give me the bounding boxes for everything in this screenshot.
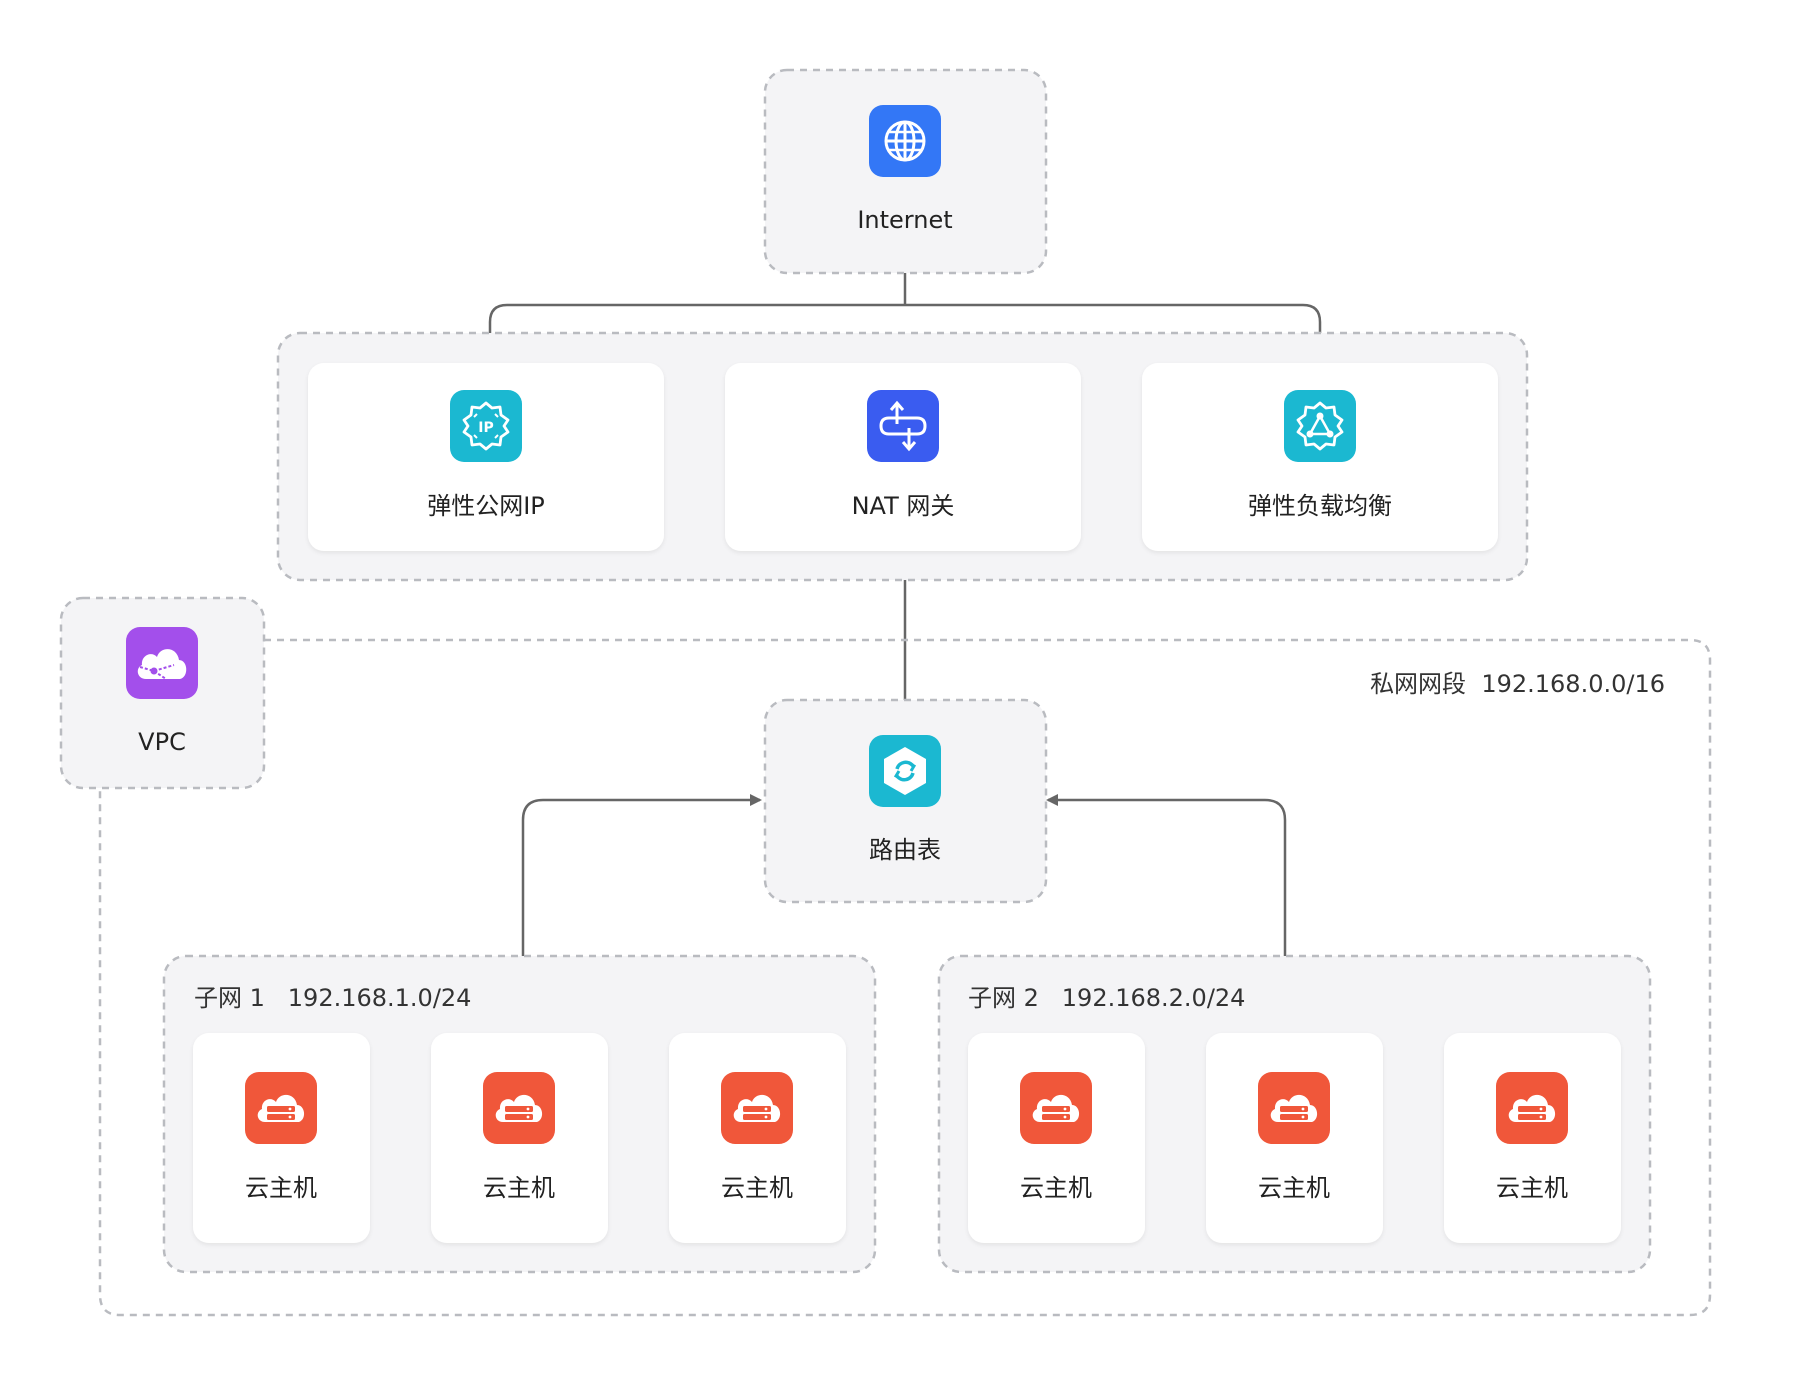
subnet-2-host-1[interactable]: 云主机 xyxy=(968,1033,1145,1243)
subnet-1-host-3[interactable]: 云主机 xyxy=(669,1033,846,1243)
cloud-server-icon xyxy=(721,1072,793,1144)
connector-subnet2-to-route xyxy=(1046,794,1287,956)
service-label-nat: NAT 网关 xyxy=(852,492,955,520)
subnet-2-host-2[interactable]: 云主机 xyxy=(1206,1033,1383,1243)
connectors xyxy=(488,273,1322,956)
nat-gateway-icon xyxy=(867,390,939,462)
service-card-eip[interactable]: IP 弹性公网IP xyxy=(308,363,664,551)
cloud-server-icon xyxy=(1258,1072,1330,1144)
connector-subnet1-to-route xyxy=(521,794,762,956)
service-label-slb: 弹性负载均衡 xyxy=(1248,492,1392,520)
subnet-2-host-3[interactable]: 云主机 xyxy=(1444,1033,1621,1243)
connector-services-bus xyxy=(488,303,1322,333)
globe-icon xyxy=(869,105,941,177)
public-services-group: IP 弹性公网IP NAT 网关 xyxy=(276,331,1529,582)
private-segment-label: 私网网段 192.168.0.0/16 xyxy=(1370,670,1665,698)
vpc-label: VPC xyxy=(138,728,186,756)
route-table-label: 路由表 xyxy=(869,836,941,864)
subnet-1-host-1[interactable]: 云主机 xyxy=(193,1033,370,1243)
route-table-icon xyxy=(869,735,941,807)
vpc-cloud-icon xyxy=(126,627,198,699)
service-card-nat[interactable]: NAT 网关 xyxy=(725,363,1081,551)
subnet-1-label: 子网 1 192.168.1.0/24 xyxy=(194,984,471,1012)
vpc-node[interactable]: VPC xyxy=(59,596,266,790)
vpc-boundary xyxy=(98,638,1712,1317)
internet-node[interactable]: Internet xyxy=(763,68,1048,275)
service-label-eip: 弹性公网IP xyxy=(427,492,545,520)
subnet-1-group: 子网 1 192.168.1.0/24 云主机 云主机 云主机 xyxy=(162,954,877,1274)
internet-label: Internet xyxy=(857,206,952,234)
cloud-server-icon xyxy=(483,1072,555,1144)
host-label: 云主机 xyxy=(1496,1174,1568,1202)
service-card-slb[interactable]: 弹性负载均衡 xyxy=(1142,363,1498,551)
svg-text:IP: IP xyxy=(478,420,493,436)
host-label: 云主机 xyxy=(483,1174,555,1202)
host-label: 云主机 xyxy=(245,1174,317,1202)
subnet-1-host-2[interactable]: 云主机 xyxy=(431,1033,608,1243)
route-table-node[interactable]: 路由表 xyxy=(763,698,1048,904)
host-label: 云主机 xyxy=(721,1174,793,1202)
elastic-ip-icon: IP xyxy=(450,390,522,462)
cloud-server-icon xyxy=(1496,1072,1568,1144)
subnet-2-label: 子网 2 192.168.2.0/24 xyxy=(968,984,1245,1012)
host-label: 云主机 xyxy=(1020,1174,1092,1202)
cloud-server-icon xyxy=(1020,1072,1092,1144)
cloud-server-icon xyxy=(245,1072,317,1144)
host-label: 云主机 xyxy=(1258,1174,1330,1202)
subnet-2-group: 子网 2 192.168.2.0/24 云主机 云主机 云主机 xyxy=(937,954,1652,1274)
load-balancer-icon xyxy=(1284,390,1356,462)
